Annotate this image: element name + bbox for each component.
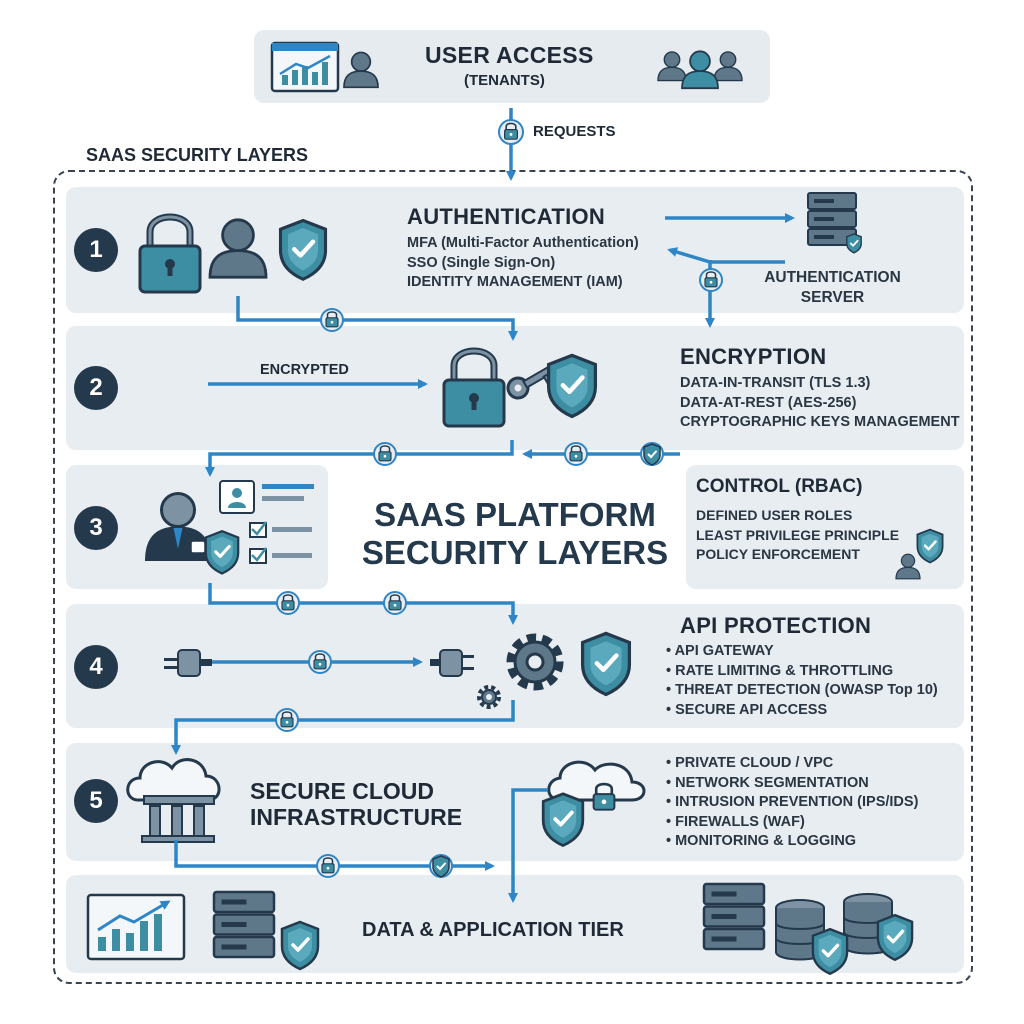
user-access-subtitle: (TENANTS) <box>464 72 545 89</box>
layer5-check-icon <box>429 854 453 878</box>
section-label: SAAS SECURITY LAYERS <box>80 145 315 166</box>
enc-item-rest: DATA-AT-REST (AES-256) <box>680 394 857 411</box>
user-roles-list-icon <box>219 480 314 564</box>
cloud-infra-title: SECURE CLOUD INFRASTRUCTURE <box>250 778 462 830</box>
rbac-title: CONTROL (RBAC) <box>696 476 863 497</box>
cloud-shield-icon <box>541 791 585 848</box>
rbac-item-roles: DEFINED USER ROLES <box>696 507 853 523</box>
requests-lock-icon <box>498 119 524 145</box>
auth-item-iam: IDENTITY MANAGEMENT (IAM) <box>407 274 623 290</box>
layer3-to-layer4-arrow <box>208 583 518 625</box>
layer2-to-layer3-arrow <box>205 440 514 477</box>
api-lock-icon <box>308 650 332 674</box>
database-shield-icon-a <box>811 927 849 976</box>
cloud-item-vpc: • PRIVATE CLOUD / VPC <box>666 755 834 771</box>
center-title-line1: SAAS PLATFORM <box>374 496 656 533</box>
layer-3-number: 3 <box>74 506 118 550</box>
gear-icon <box>506 633 564 691</box>
encrypted-label: ENCRYPTED <box>260 362 349 378</box>
user-access-title: USER ACCESS <box>425 42 594 68</box>
encryption-shield-icon <box>549 355 596 416</box>
shield-check-icon <box>281 221 326 280</box>
padlock-icon <box>140 217 200 292</box>
policy-user-icon <box>895 553 921 580</box>
requests-label: REQUESTS <box>533 123 616 140</box>
cloud-infra-title-line1: SECURE CLOUD <box>250 778 435 804</box>
database-server-icon <box>702 882 766 951</box>
cloud-item-waf: • FIREWALLS (WAF) <box>666 813 805 830</box>
id-badge-icon <box>190 540 206 554</box>
layer2-check-icon <box>640 442 664 466</box>
user-access-panel <box>254 30 770 103</box>
auth-server-return-line <box>667 247 785 264</box>
cloud-to-tier-arrow <box>508 788 548 903</box>
policy-shield-icon <box>916 528 944 564</box>
small-gear-icon <box>477 685 501 709</box>
plug-right-icon <box>430 649 474 677</box>
database-shield-icon-b <box>876 913 914 962</box>
layer-5-number: 5 <box>74 779 118 823</box>
tier-shield-icon <box>280 920 320 971</box>
auth-server-label: AUTHENTICATION SERVER <box>760 268 905 307</box>
rbac-items: DEFINED USER ROLES LEAST PRIVILEGE PRINC… <box>696 506 899 565</box>
center-title: SAAS PLATFORM SECURITY LAYERS <box>345 496 685 572</box>
authentication-title: AUTHENTICATION <box>407 204 606 229</box>
plug-left-icon <box>164 649 212 677</box>
layer1-to-layer2-arrow <box>236 296 518 341</box>
encryption-lock-icon <box>444 351 504 426</box>
data-tier-title: DATA & APPLICATION TIER <box>362 919 624 941</box>
api-item-secure: • SECURE API ACCESS <box>666 701 828 718</box>
layer2-lock-icon <box>373 442 397 466</box>
auth-server-label-line1: AUTHENTICATION <box>764 269 901 286</box>
enc-item-keys: CRYPTOGRAPHIC KEYS MANAGEMENT <box>680 414 960 430</box>
cloud-item-segment: • NETWORK SEGMENTATION <box>666 774 869 791</box>
dashboard-chart-icon <box>270 41 340 93</box>
layer-1-number: 1 <box>74 228 118 272</box>
user-avatar-icon <box>343 51 379 89</box>
user-icon <box>208 218 268 279</box>
api-item-gateway: • API GATEWAY <box>666 643 774 659</box>
layer-2-number: 2 <box>74 366 118 410</box>
rbac-shield-icon <box>204 529 240 576</box>
center-title-line2: SECURITY LAYERS <box>361 534 669 571</box>
key-icon <box>506 365 555 400</box>
cloud-server-icon <box>126 758 221 843</box>
layer5-to-tier-arrow <box>174 840 495 871</box>
layer1-lock-icon <box>320 308 344 332</box>
rbac-item-least: LEAST PRIVILEGE PRINCIPLE <box>696 526 900 543</box>
layer4-to-layer5-arrow <box>171 700 515 755</box>
layer3-lock-icon-a <box>276 591 300 615</box>
layer2-lock-icon-right <box>564 442 588 466</box>
api-shield-icon <box>583 633 630 694</box>
layer3-lock-icon-b <box>383 591 407 615</box>
api-item-threat: • THREAT DETECTION (OWASP Top 10) <box>666 682 938 698</box>
analytics-chart-icon <box>86 893 186 961</box>
auth-server-label-line2: SERVER <box>800 288 865 306</box>
layer-4-number: 4 <box>74 645 118 689</box>
rbac-item-policy: POLICY ENFORCEMENT <box>696 546 860 562</box>
auth-item-sso: SSO (Single Sign-On) <box>407 254 556 271</box>
cloud-item-monitor: • MONITORING & LOGGING <box>666 833 857 849</box>
api-protection-title: API PROTECTION <box>680 613 872 638</box>
cloud-lock-icon <box>547 760 646 812</box>
encryption-items: DATA-IN-TRANSIT (TLS 1.3) DATA-AT-REST (… <box>680 374 960 433</box>
layer4-lock-icon <box>275 708 299 732</box>
authentication-items: MFA (Multi-Factor Authentication) SSO (S… <box>407 234 639 293</box>
enc-item-transit: DATA-IN-TRANSIT (TLS 1.3) <box>680 375 871 391</box>
layer-3-panel-right <box>686 465 964 589</box>
layer5-lock-icon <box>316 854 340 878</box>
cloud-items: • PRIVATE CLOUD / VPC • NETWORK SEGMENTA… <box>666 754 918 852</box>
encryption-title: ENCRYPTION <box>680 344 827 369</box>
cloud-infra-title-line2: INFRASTRUCTURE <box>250 804 463 830</box>
auth-item-mfa: MFA (Multi-Factor Authentication) <box>407 235 639 251</box>
layer-5-panel <box>66 743 964 861</box>
api-item-rate: • RATE LIMITING & THROTTLING <box>666 662 894 679</box>
api-items: • API GATEWAY • RATE LIMITING & THROTTLI… <box>666 642 938 720</box>
auth-link-lock-icon <box>699 268 723 292</box>
auth-server-icon <box>807 192 863 254</box>
tenant-group-icon <box>657 50 743 90</box>
tier-server-icon <box>212 890 276 959</box>
cloud-item-ips: • INTRUSION PREVENTION (IPS/IDS) <box>666 794 919 810</box>
